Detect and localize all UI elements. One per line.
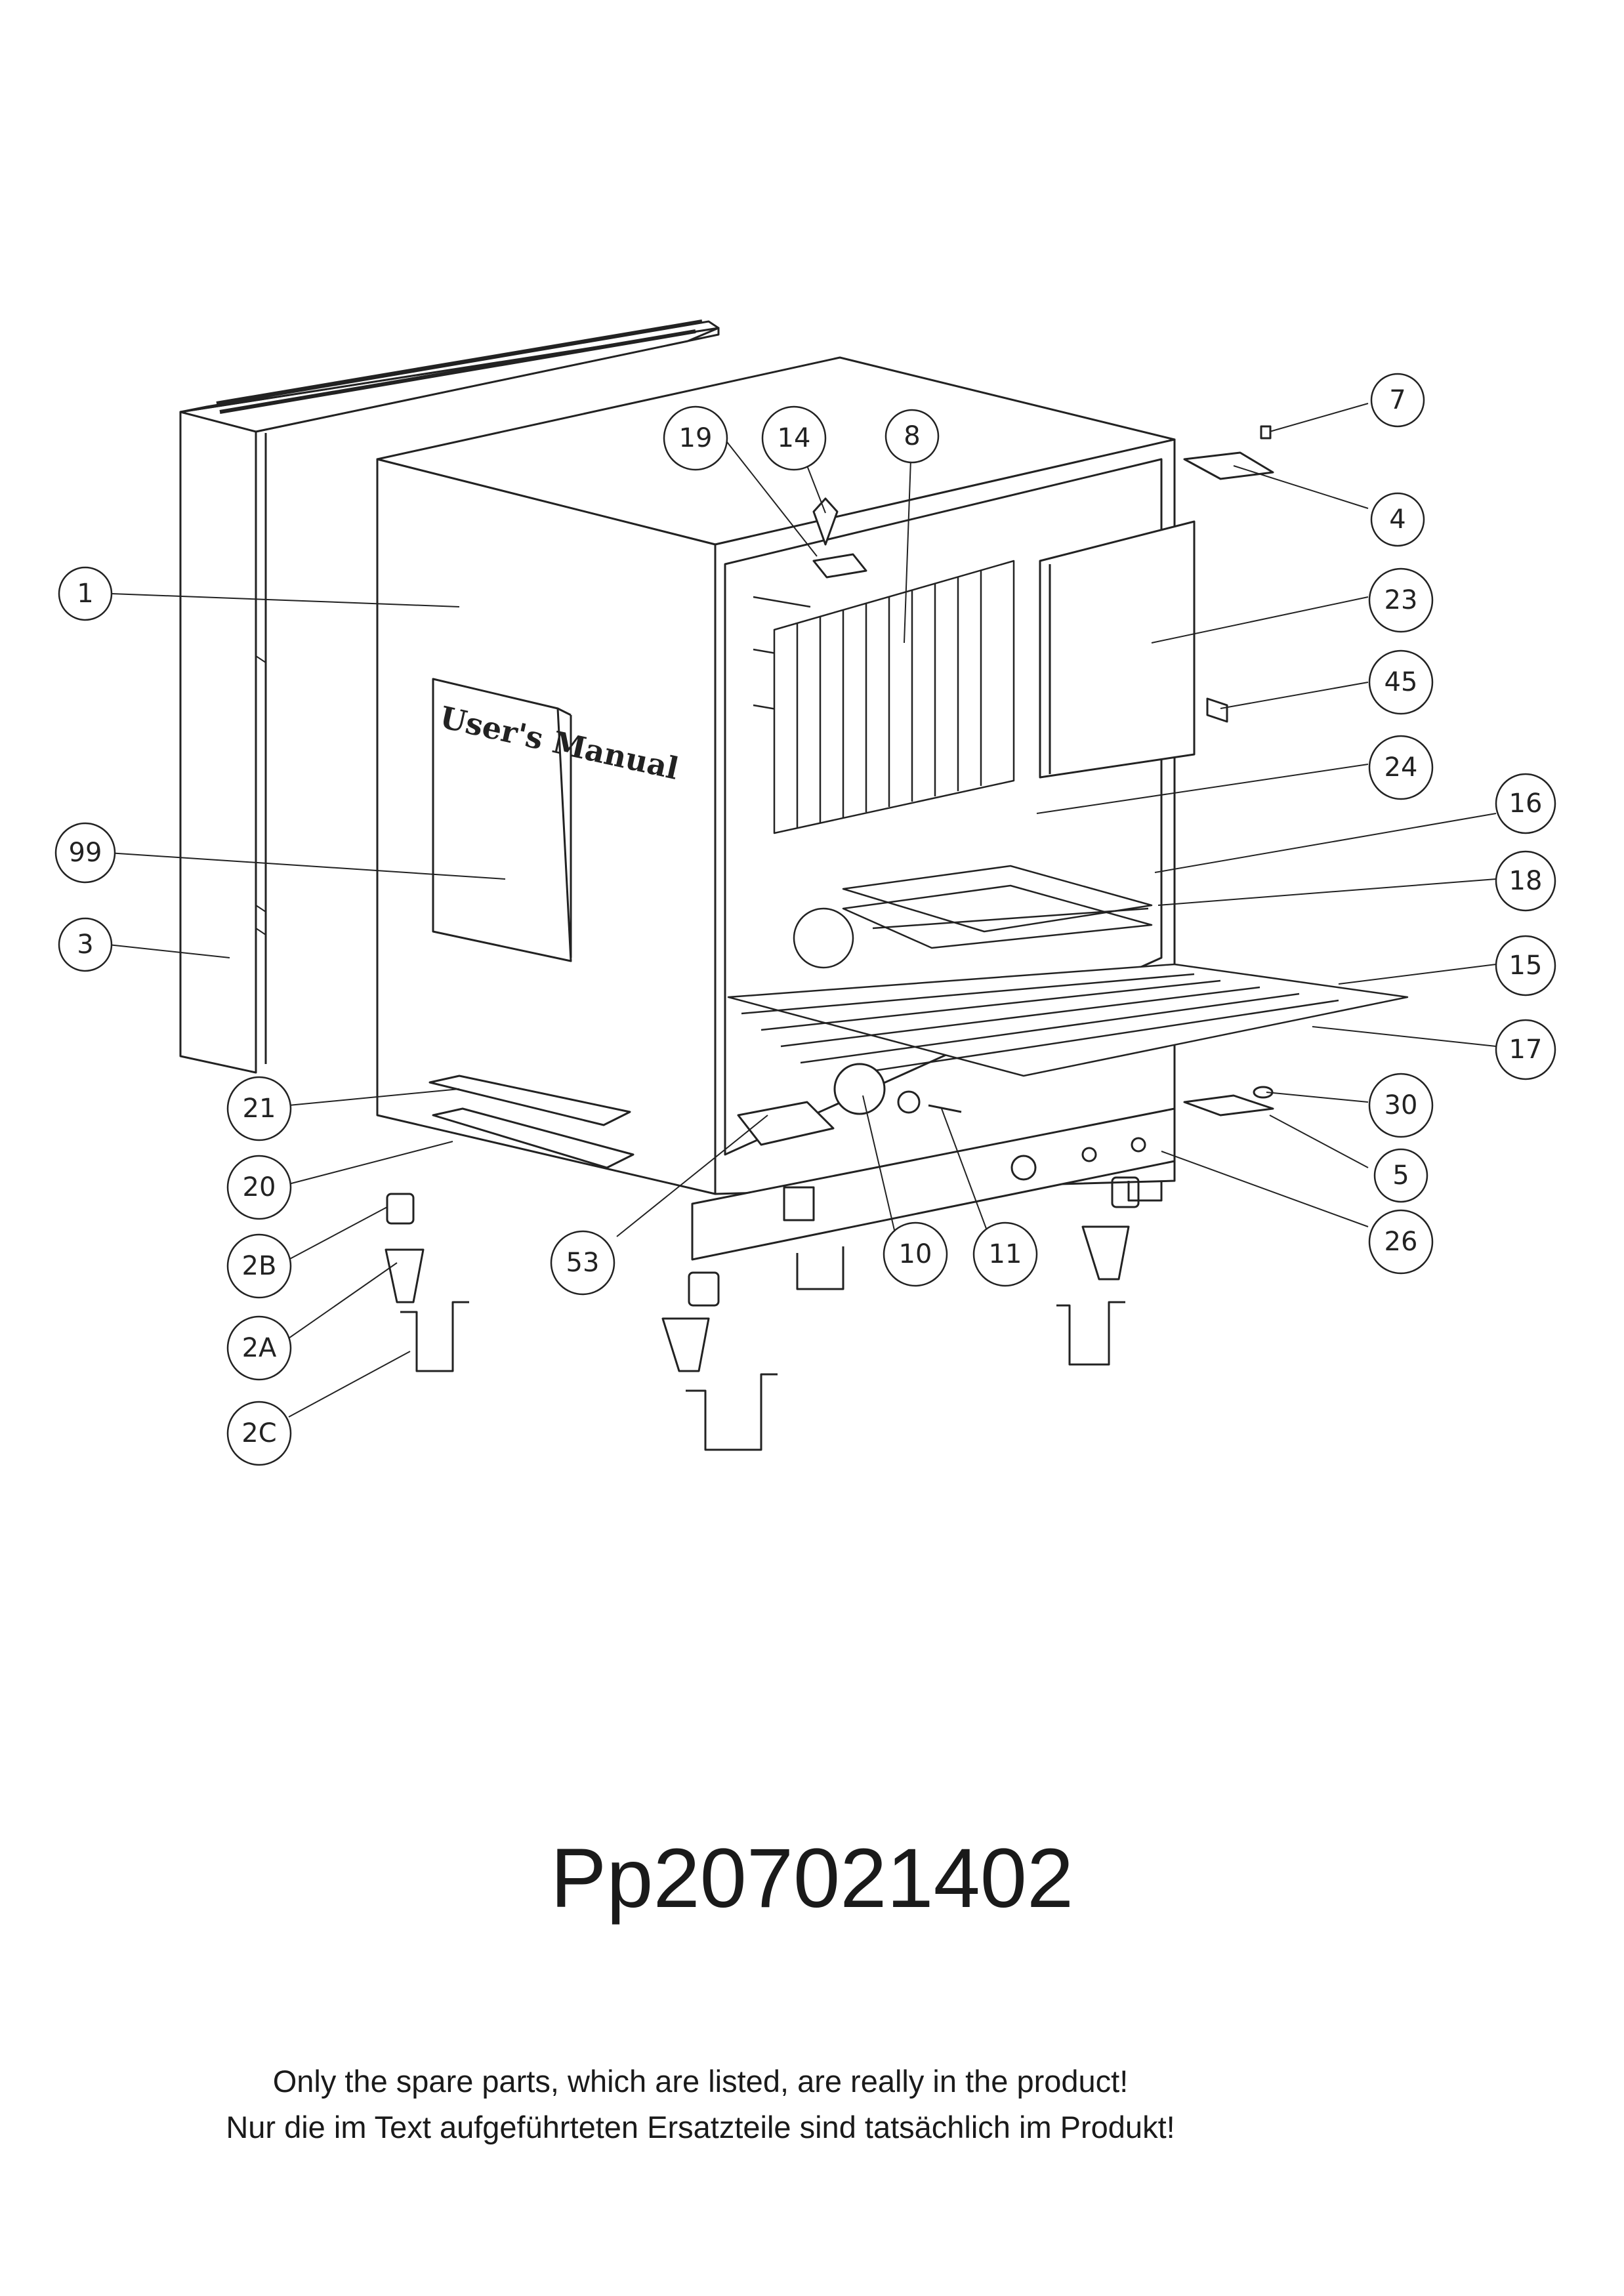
callout-30: 30	[1385, 1090, 1418, 1120]
callout-8: 8	[904, 421, 920, 451]
callout-3: 3	[77, 930, 93, 960]
callout-2b: 2B	[242, 1251, 277, 1281]
callout-4: 4	[1389, 504, 1405, 535]
callout-53: 53	[566, 1248, 600, 1278]
callout-45: 45	[1385, 667, 1418, 697]
callout-26: 26	[1385, 1227, 1418, 1257]
callout-18: 18	[1509, 866, 1543, 896]
door-panel	[1039, 520, 1196, 779]
drawing-number: Pp207021402	[550, 1832, 1074, 1925]
frame-vent-slots	[216, 319, 703, 414]
evaporator-fins	[796, 571, 982, 828]
drip-tray	[428, 1075, 635, 1169]
callout-23: 23	[1385, 585, 1418, 615]
note-german: Nur die im Text aufgeführteten Ersatztei…	[226, 2110, 1175, 2144]
callout-24: 24	[1385, 752, 1418, 783]
callout-14: 14	[778, 423, 811, 453]
shelf-wires	[741, 973, 1339, 1077]
callout-1: 1	[77, 579, 93, 609]
callout-5: 5	[1392, 1160, 1409, 1191]
callout-7: 7	[1389, 385, 1405, 415]
front-frame	[179, 319, 720, 1074]
small-hardware	[737, 425, 1274, 1146]
callout-15: 15	[1509, 951, 1543, 981]
leader-lines	[108, 403, 1497, 1418]
note-english: Only the spare parts, which are listed, …	[272, 2064, 1129, 2099]
base-rail	[691, 1107, 1176, 1261]
callout-circles	[54, 373, 1556, 1466]
callout-20: 20	[243, 1172, 276, 1202]
callout-10: 10	[899, 1239, 932, 1269]
callout-19: 19	[679, 423, 713, 453]
callout-16: 16	[1509, 789, 1543, 819]
callout-labels: 1 99 3 21 20 2B 2A 2C 53 10 11 19 14 8 7…	[69, 385, 1543, 1448]
feet	[385, 1176, 1163, 1451]
callout-21: 21	[243, 1094, 276, 1124]
callout-99: 99	[69, 838, 102, 868]
callout-2a: 2A	[242, 1333, 277, 1363]
interior	[727, 560, 1409, 1077]
callout-17: 17	[1509, 1035, 1543, 1065]
users-manual	[432, 678, 572, 962]
callout-2c: 2C	[241, 1418, 276, 1448]
callout-11: 11	[989, 1239, 1022, 1269]
